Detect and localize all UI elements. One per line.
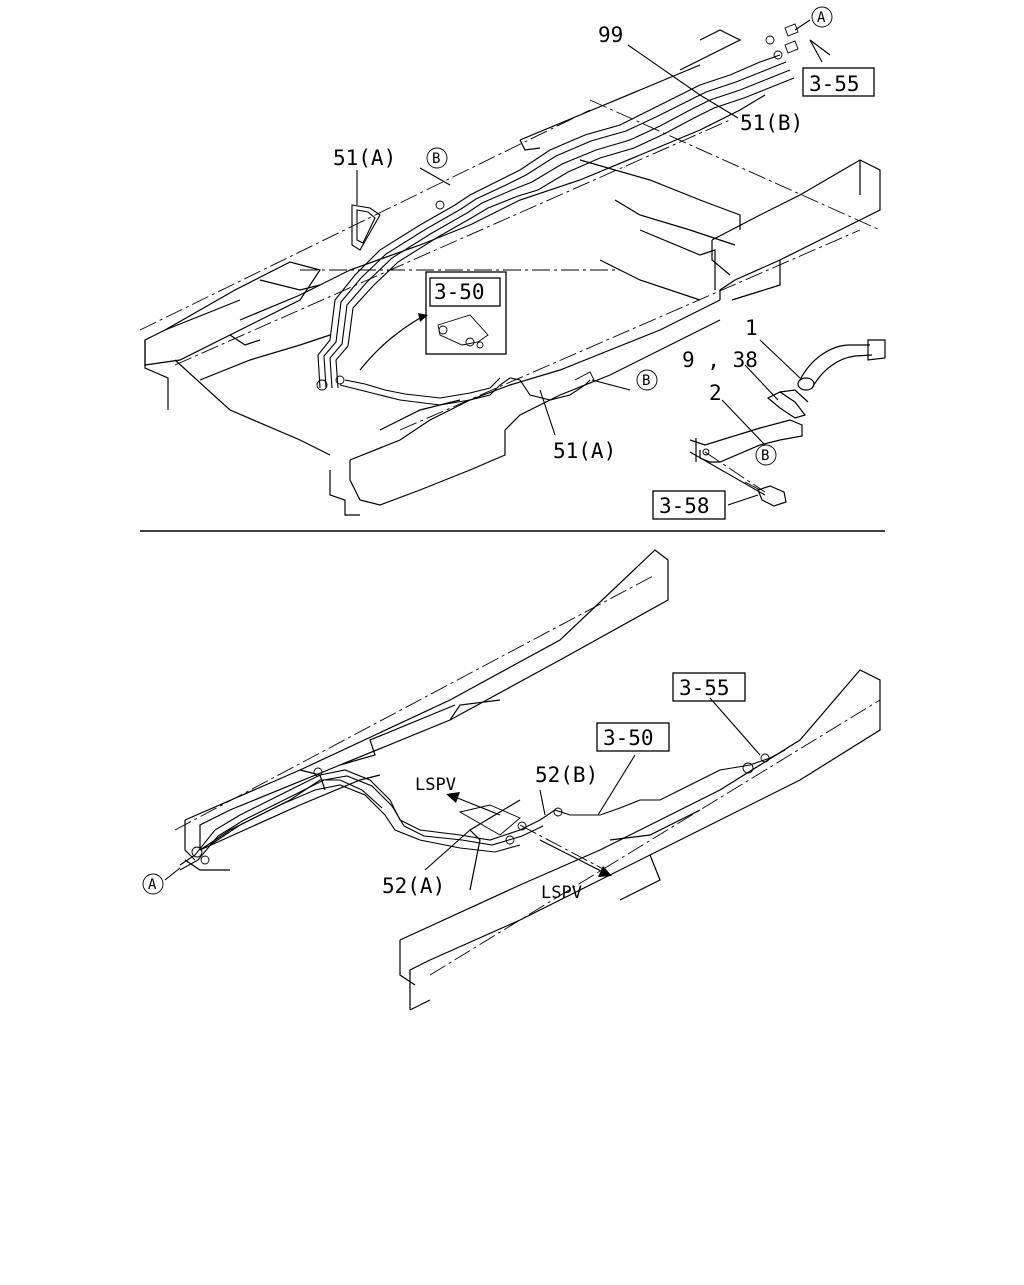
label-51a-upper: 51(A) xyxy=(333,146,396,170)
detail-3-50-top xyxy=(359,271,507,371)
label-circle-b-bracket: B xyxy=(761,448,769,464)
label-51b: 51(B) xyxy=(740,111,803,135)
labels-top: 99 51(B) 51(A) 51(A) 1 9 , 38 2 3-55 3-5… xyxy=(333,6,875,520)
label-box-3-50-top: 3-50 xyxy=(434,280,485,304)
box-3-58-top xyxy=(652,490,726,520)
chassis-frame-bottom xyxy=(184,549,881,1011)
brake-pipes-bottom xyxy=(179,749,786,871)
label-51a-lower: 51(A) xyxy=(553,439,616,463)
brake-pipes-top xyxy=(316,23,799,406)
label-box-3-55-top: 3-55 xyxy=(809,72,860,96)
bottom-assembly: 3-55 3-50 52(B) 52(A) LSPV LSPV A xyxy=(142,549,881,1011)
circle-a-bottom xyxy=(142,873,164,895)
label-circle-a-top: A xyxy=(817,10,826,26)
labels-bottom: 3-55 3-50 52(B) 52(A) LSPV LSPV A xyxy=(142,672,746,903)
label-circle-b-right: B xyxy=(642,373,650,389)
box-3-50-top-frame xyxy=(429,277,501,307)
label-box-3-50-bottom: 3-50 xyxy=(603,726,654,750)
circle-b-upper xyxy=(426,147,448,169)
label-52b: 52(B) xyxy=(535,763,598,787)
label-1: 1 xyxy=(745,316,758,340)
label-box-3-55-bottom: 3-55 xyxy=(679,676,730,700)
label-99: 99 xyxy=(598,23,623,47)
label-9-38: 9 , 38 xyxy=(682,348,758,372)
circle-a-top xyxy=(811,6,833,28)
label-lspv-upper: LSPV xyxy=(415,775,456,795)
leaders-top xyxy=(356,19,831,506)
box-3-55-top xyxy=(802,67,875,97)
label-box-3-58-top: 3-58 xyxy=(659,494,710,518)
chassis-frame-top xyxy=(144,29,881,516)
label-circle-a-bottom: A xyxy=(148,877,157,893)
label-2: 2 xyxy=(709,381,722,405)
label-lspv-lower: LSPV xyxy=(541,883,582,903)
box-3-50-bottom xyxy=(596,722,670,752)
centerlines-top xyxy=(139,99,881,431)
box-3-55-bottom xyxy=(672,672,746,702)
centerlines-bottom xyxy=(174,574,881,976)
label-circle-b-upper: B xyxy=(432,151,440,167)
label-52a: 52(A) xyxy=(382,874,445,898)
lspv-arrows xyxy=(446,792,612,877)
leaders-bottom xyxy=(164,697,761,881)
circle-b-right xyxy=(636,369,658,391)
circle-b-bracket xyxy=(755,444,777,466)
top-assembly: 99 51(B) 51(A) 51(A) 1 9 , 38 2 3-55 3-5… xyxy=(139,6,886,520)
